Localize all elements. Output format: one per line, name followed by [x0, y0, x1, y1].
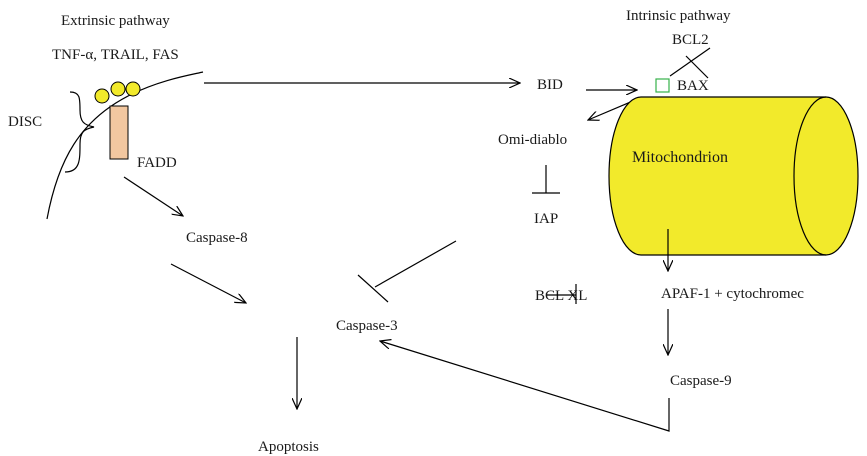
- disc-ligand-circle: [94, 88, 110, 104]
- extrinsic-pathway-label: Extrinsic pathway: [61, 13, 170, 29]
- mitochondrion-body: [608, 96, 859, 256]
- cell-membrane: [46, 71, 204, 220]
- intrinsic-pathway-label: Intrinsic pathway: [626, 8, 731, 24]
- apaf1-label: APAF-1 + cytochromec: [661, 286, 804, 302]
- fadd-label: FADD: [137, 155, 177, 171]
- bid-label: BID: [537, 77, 563, 93]
- fadd-receptor: [109, 105, 129, 160]
- mitochondrion-label: Mitochondrion: [632, 149, 728, 166]
- bcl2-label: BCL2: [672, 32, 709, 48]
- disc-label: DISC: [8, 114, 42, 130]
- mitochondrion-front-edge: [793, 96, 827, 256]
- disc-ligand-circle: [110, 81, 126, 97]
- arrow-caspase9-to-caspase3: [380, 341, 670, 432]
- caspase3-label: Caspase-3: [336, 318, 398, 334]
- iap-inhibition-line: [374, 240, 457, 288]
- arrow-to-caspase8: [123, 176, 183, 216]
- iap-inhibition-bar: [357, 274, 389, 303]
- arrow-caspase8-to-caspase3: [170, 263, 246, 303]
- omi-diablo-label: Omi-diablo: [498, 132, 567, 148]
- ligands-label: TNF-α, TRAIL, FAS: [52, 47, 179, 63]
- disc-ligand-circle: [125, 81, 141, 97]
- bcl-xl-label: BCL XL: [535, 288, 587, 304]
- bax-label: BAX: [677, 78, 709, 94]
- apoptosis-label: Apoptosis: [258, 439, 319, 455]
- caspase8-label: Caspase-8: [186, 230, 248, 246]
- bcl2-inhibition-bar: [685, 55, 709, 79]
- disc-bracket: [64, 91, 95, 173]
- iap-label: IAP: [534, 211, 558, 227]
- caspase9-label: Caspase-9: [670, 373, 732, 389]
- bcl2-inhibition-line: [669, 47, 711, 77]
- bax-marker: [655, 78, 670, 93]
